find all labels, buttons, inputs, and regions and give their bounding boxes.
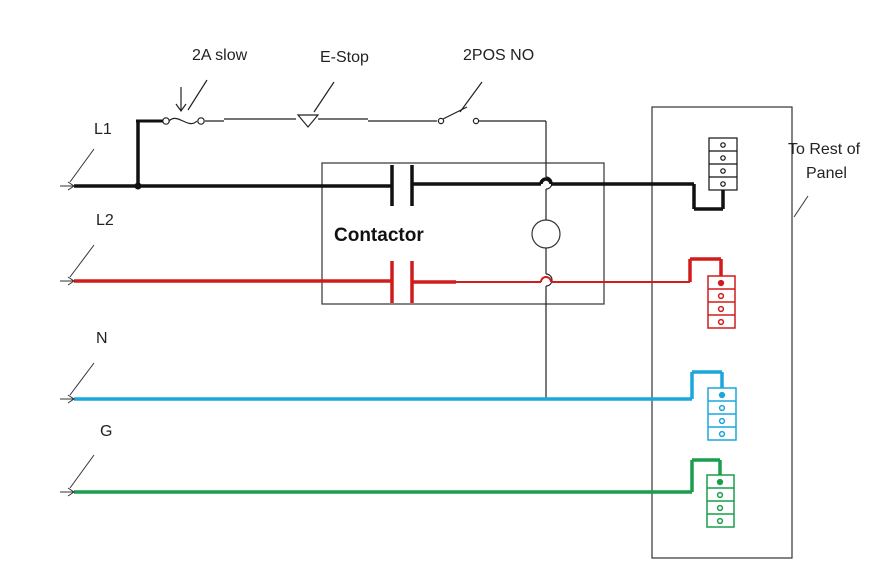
contactor-box: [321, 162, 605, 305]
switch-terminal-left: [437, 117, 445, 125]
fuse-label: 2A slow: [192, 47, 248, 64]
estop-label: E-Stop: [320, 49, 369, 66]
line-l1: [74, 119, 725, 211]
line-g: [74, 458, 722, 494]
estop-leader-line: [313, 81, 335, 113]
fuse-terminal-right: [197, 117, 205, 125]
terminal-block-n: [707, 387, 737, 441]
fuse-leader-line: [187, 79, 208, 111]
fuse-terminal-left: [162, 117, 170, 125]
contactor-label: Contactor: [334, 225, 424, 246]
line-label-l2: L2: [96, 212, 114, 229]
switch-label: 2POS NO: [463, 47, 534, 64]
line-label-g: G: [100, 423, 112, 440]
control-circuit: [162, 79, 553, 399]
panel-leader-line: [793, 195, 809, 218]
line-label-l1: L1: [94, 121, 112, 138]
panel-label-line2: Panel: [806, 165, 847, 182]
switch-blade: [442, 106, 468, 120]
line-label-n: N: [96, 330, 108, 347]
estop-symbol: [296, 114, 320, 128]
l1-junction: [134, 182, 142, 190]
switch-terminal-right: [472, 117, 480, 125]
panel-box: [651, 106, 793, 559]
input-leaders: [60, 148, 95, 497]
switch-leader-line: [459, 81, 483, 113]
line-n: [74, 370, 724, 401]
panel-label-line1: To Rest of: [788, 141, 861, 158]
terminal-block-l2: [707, 275, 736, 329]
line-l2: [74, 257, 723, 303]
terminal-block-l1: [708, 137, 738, 191]
contactor-coil: [531, 219, 561, 249]
fuse-symbol: [168, 117, 198, 125]
terminal-block-g: [706, 474, 735, 528]
